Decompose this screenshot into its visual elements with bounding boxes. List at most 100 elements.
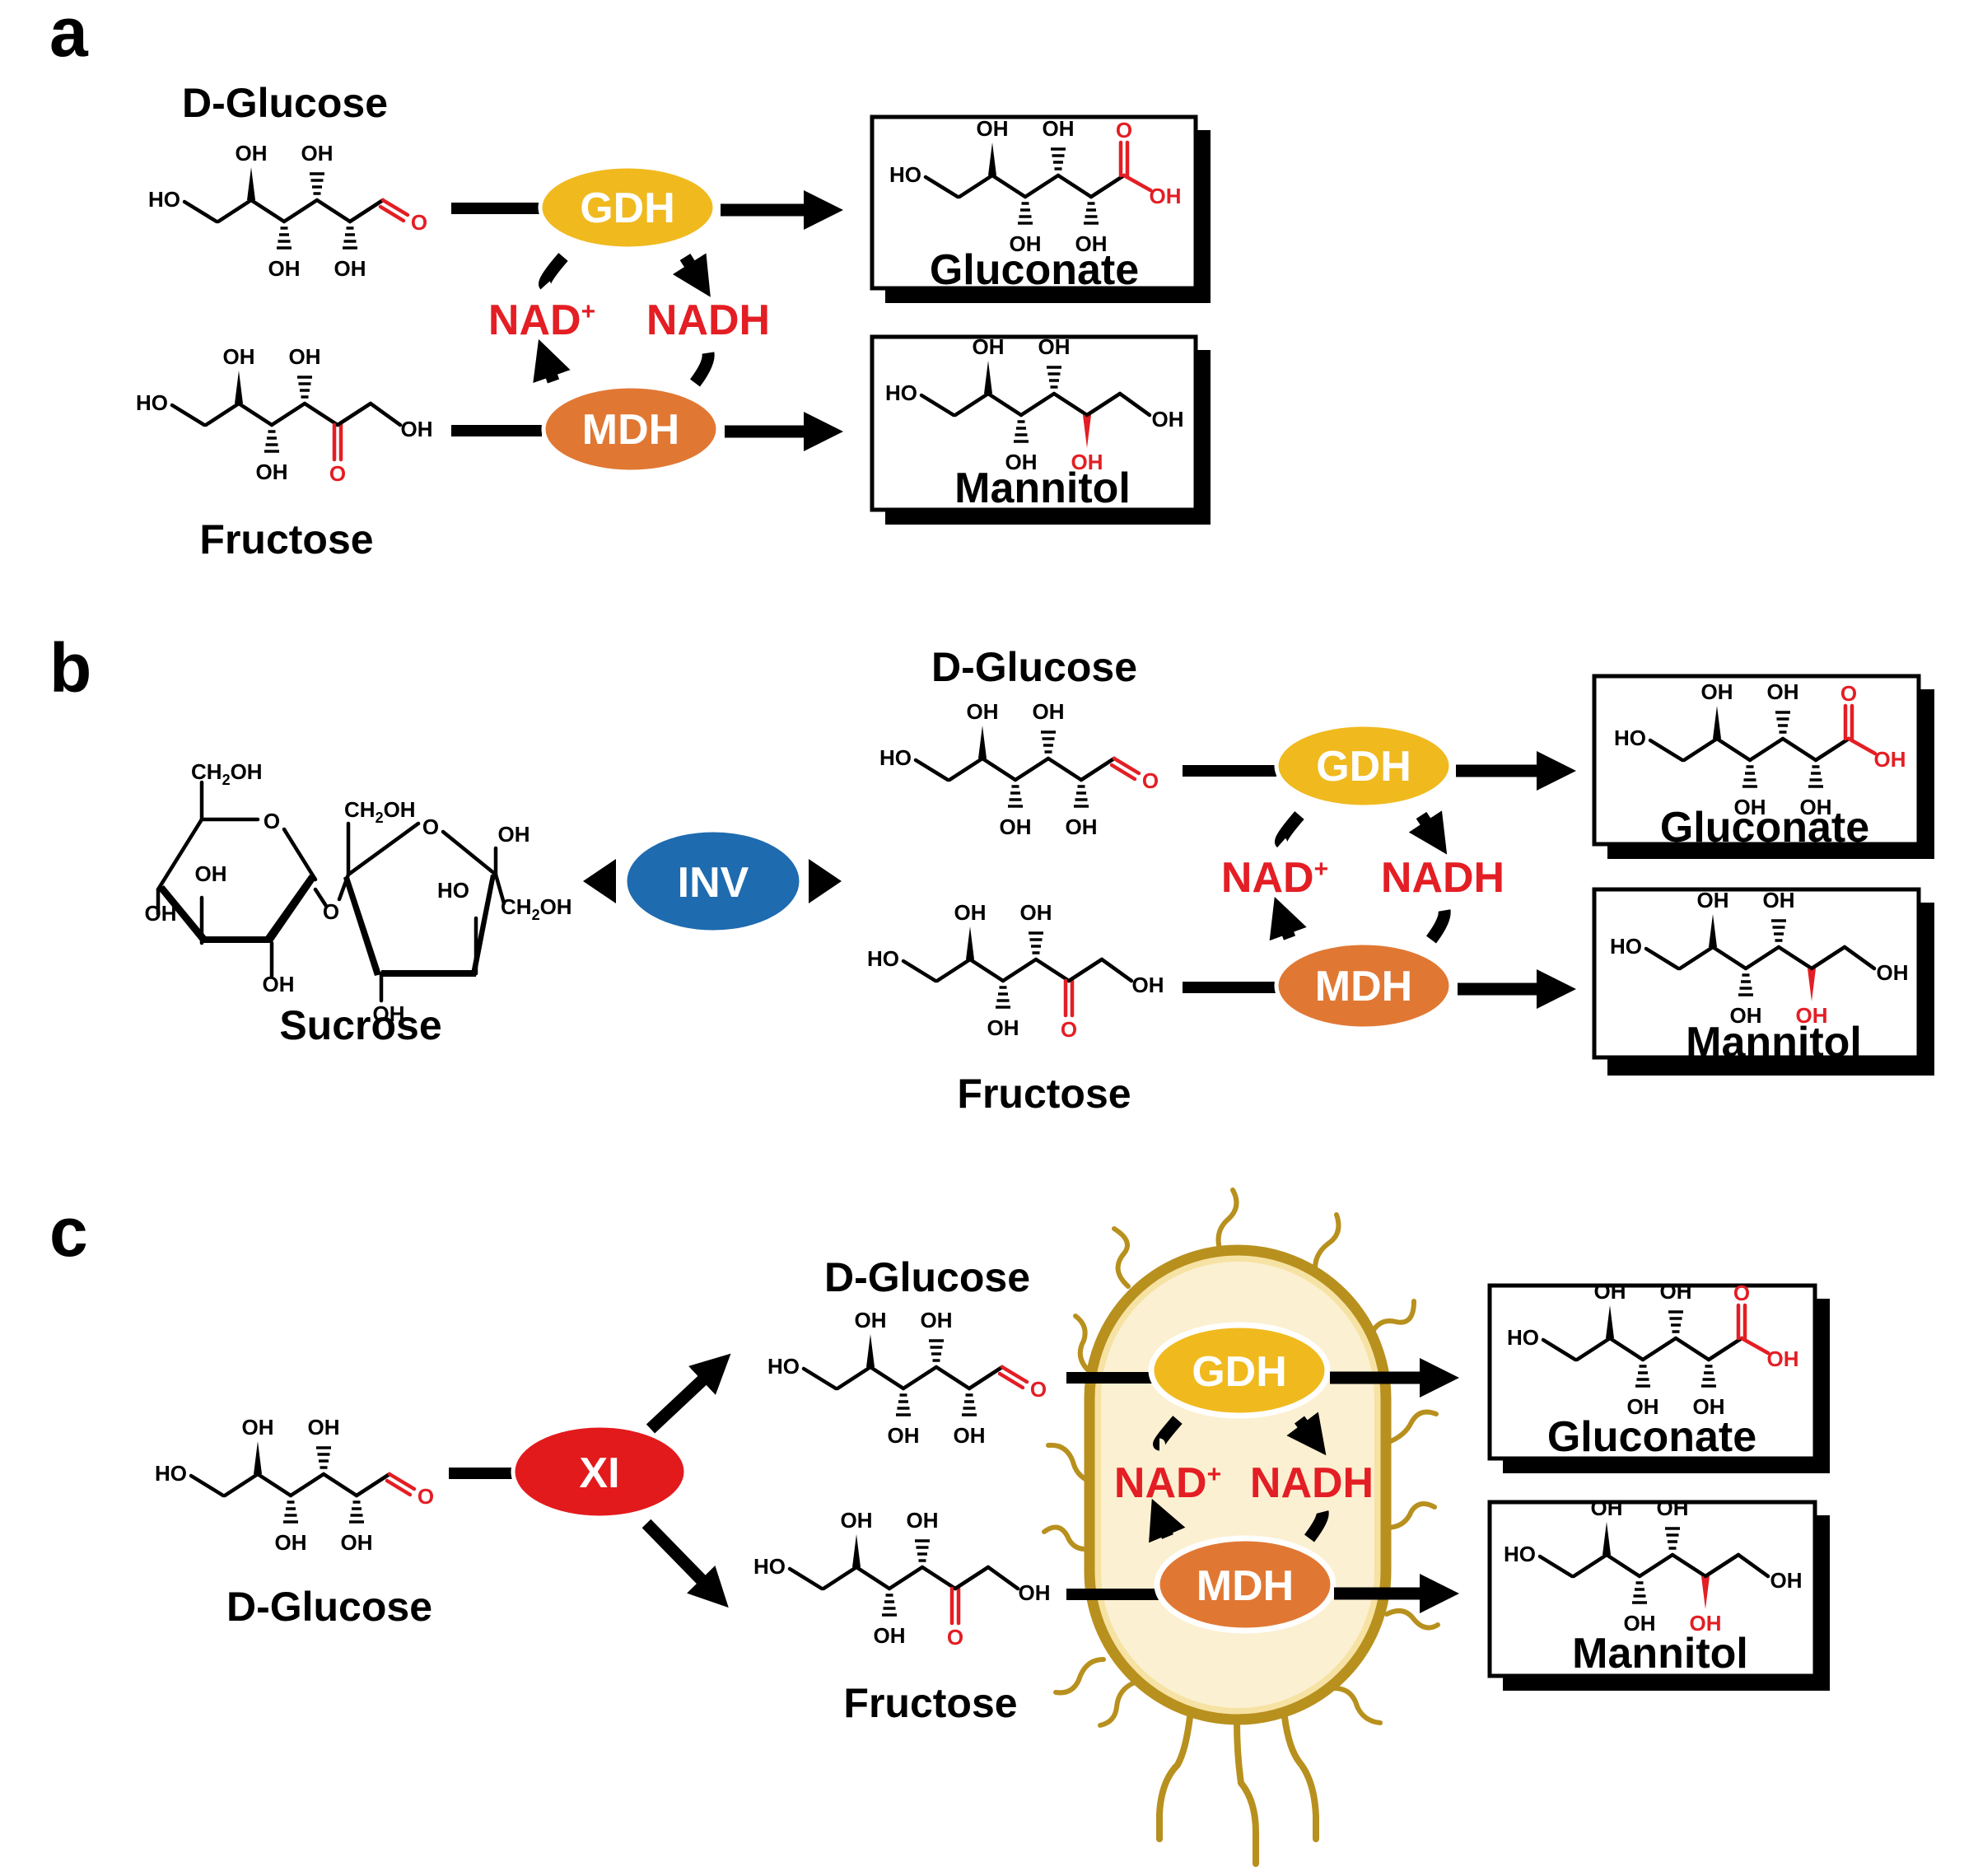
pilus [1384, 1608, 1440, 1631]
product-name-mannitol: Mannitol [954, 464, 1131, 512]
atom-label: HO [1610, 934, 1642, 959]
cycle-arrow-to-nadh [1286, 1412, 1327, 1456]
atom-label: OH [888, 1423, 920, 1448]
atom-label: OH [907, 1508, 939, 1533]
cofactor-nad-plus: NAD+ [1114, 1459, 1221, 1507]
wedge-bond [343, 875, 381, 976]
atom-label: HO [767, 1354, 800, 1379]
bond [1813, 736, 1851, 763]
bond [493, 872, 506, 906]
atom-label: OH [967, 699, 999, 724]
pilus [1073, 1314, 1094, 1376]
product-name-gluconate: Gluconate [1547, 1413, 1756, 1461]
atom-label: OH [1763, 888, 1795, 912]
inv-enzyme[interactable]: INV [583, 828, 842, 935]
atom-label: O [264, 809, 280, 833]
atom-label: O [1061, 1017, 1077, 1042]
mdh-enzyme[interactable]: MDH [541, 384, 721, 474]
gdh-label: GDH [580, 184, 675, 232]
bond [1013, 756, 1051, 782]
cycle-arrow-to-nadh [672, 253, 711, 297]
bond [1085, 391, 1122, 418]
atom-label: HO [885, 380, 917, 405]
mdh-enzyme[interactable]: MDH [1154, 1535, 1337, 1634]
cycle-arrow-to-nad [1269, 896, 1307, 941]
bond [1099, 957, 1134, 983]
product-name-mannitol: Mannitol [1686, 1019, 1862, 1066]
bond [1019, 391, 1057, 418]
cofactor-cycle-arrows [1269, 810, 1451, 944]
bond [1052, 391, 1089, 418]
bond [1673, 1336, 1711, 1362]
bond [385, 1478, 413, 1497]
bond [901, 959, 938, 983]
wedge-bond [988, 142, 996, 175]
bond [354, 1472, 392, 1498]
bond [1747, 736, 1785, 763]
wedge-bond [852, 1534, 861, 1567]
bond [901, 1365, 939, 1391]
wedge-bond [966, 926, 974, 959]
wedge-bond [1606, 1305, 1614, 1338]
atom-label: OH [1734, 795, 1766, 819]
cofactor-nadh: NADH [646, 296, 770, 344]
bond [1033, 957, 1071, 983]
substrate-link-line [1066, 1589, 1159, 1600]
atom-label: O [418, 1484, 434, 1509]
bond [1743, 945, 1781, 971]
cycle-arc [1304, 1510, 1329, 1542]
atom-label: O [411, 210, 427, 235]
bond [1541, 1337, 1578, 1362]
atom-label: OH [841, 1508, 873, 1533]
substrate-link-line [449, 1468, 513, 1479]
atom-label: HO [1614, 726, 1646, 750]
mdh-label: MDH [1315, 963, 1412, 1010]
bond [1571, 1552, 1609, 1579]
bond [1703, 1552, 1741, 1579]
bond [997, 1371, 1025, 1390]
cofactor-nadh: NADH [1381, 854, 1504, 902]
bond [986, 391, 1024, 418]
gdh-label: GDH [1192, 1348, 1287, 1396]
bond [335, 401, 373, 427]
gdh-enzyme[interactable]: GDH [1148, 1322, 1331, 1419]
atom-label: HO [879, 745, 912, 770]
bond [1117, 391, 1152, 418]
atom-label: OH [1800, 795, 1832, 819]
bond [1604, 1552, 1642, 1579]
wedge-bond [1701, 1576, 1710, 1609]
bond [1682, 736, 1719, 763]
bond [953, 391, 991, 418]
pilus [1369, 1299, 1416, 1337]
bond [1066, 957, 1104, 983]
bond [282, 198, 320, 224]
wedge-bond [254, 1441, 262, 1474]
bond [947, 756, 985, 782]
bond [1739, 1336, 1770, 1356]
mdh-enzyme[interactable]: MDH [1274, 940, 1453, 1031]
bond [302, 401, 340, 427]
xi-enzyme[interactable]: XI [511, 1423, 688, 1520]
atom-label: OH [1690, 1611, 1722, 1636]
atom-label: OH [268, 256, 301, 281]
atom-label: OH [1152, 407, 1184, 432]
gdh-enzyme[interactable]: GDH [1274, 722, 1453, 810]
bond [1122, 173, 1153, 193]
gdh-enzyme[interactable]: GDH [538, 164, 717, 251]
atom-label: OH [1150, 184, 1182, 208]
bond [255, 1472, 293, 1498]
cofactor-nadh: NADH [1250, 1459, 1374, 1507]
precursor-name-glucose: D-Glucose [226, 1584, 432, 1630]
atom-label: OH [373, 1001, 405, 1026]
bond [854, 1565, 892, 1591]
atom-label: OH [1660, 1279, 1692, 1304]
bond [967, 1365, 1005, 1391]
atom-label: OH [145, 901, 177, 926]
